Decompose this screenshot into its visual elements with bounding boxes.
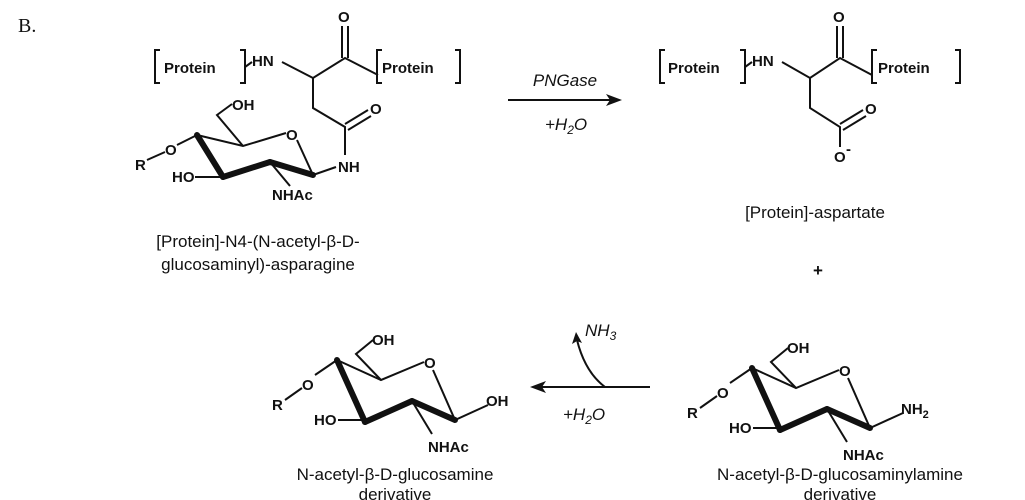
protein-bracket-right: Protein bbox=[376, 49, 461, 84]
svg-text:O: O bbox=[833, 9, 845, 26]
svg-text:O: O bbox=[286, 127, 298, 144]
svg-text:O: O bbox=[834, 149, 846, 166]
glucosaminylamine-structure: O OH O R HO NHAc NH2 bbox=[687, 340, 929, 464]
enzyme-label: PNGase bbox=[533, 71, 597, 90]
substrate-name-line2: glucosaminyl)-asparagine bbox=[161, 255, 355, 274]
svg-text:O: O bbox=[865, 101, 877, 118]
svg-text:O: O bbox=[370, 101, 382, 118]
svg-text:-: - bbox=[846, 141, 851, 158]
svg-text:OH: OH bbox=[486, 393, 509, 410]
svg-text:R: R bbox=[135, 157, 146, 174]
svg-text:O: O bbox=[302, 377, 314, 394]
svg-text:Protein: Protein bbox=[164, 60, 216, 77]
glucosamine-structure: O OH O R HO NHAc OH bbox=[272, 332, 509, 456]
glucosaminylamine-name-line2: derivative bbox=[804, 485, 877, 500]
svg-text:OH: OH bbox=[232, 97, 255, 114]
substrate-structure: Protein HN O Protein O NH O OH O R HO NH… bbox=[135, 9, 461, 204]
protein-bracket-left: Protein bbox=[154, 49, 246, 84]
nh-label: NH bbox=[338, 159, 360, 176]
svg-text:HO: HO bbox=[172, 169, 195, 186]
amine-label: NH2 bbox=[901, 401, 929, 421]
svg-text:OH: OH bbox=[787, 340, 810, 357]
svg-text:O: O bbox=[338, 9, 350, 26]
svg-text:Protein: Protein bbox=[382, 60, 434, 77]
svg-text:O: O bbox=[839, 363, 851, 380]
aspartate-name: [Protein]-aspartate bbox=[745, 203, 885, 222]
svg-text:OH: OH bbox=[372, 332, 395, 349]
svg-text:O: O bbox=[717, 385, 729, 402]
svg-text:Protein: Protein bbox=[668, 60, 720, 77]
svg-text:HN: HN bbox=[752, 53, 774, 70]
svg-text:HO: HO bbox=[729, 420, 752, 437]
substrate-name-line1: [Protein]-N4-(N-acetyl-β-D- bbox=[156, 232, 359, 251]
glucosamine-name-line2: derivative bbox=[359, 485, 432, 500]
svg-text:HO: HO bbox=[314, 412, 337, 429]
svg-text:Protein: Protein bbox=[878, 60, 930, 77]
aspartate-structure: Protein HN O Protein O O - bbox=[659, 9, 961, 166]
water-label-2: +H2O bbox=[563, 405, 605, 427]
svg-text:NHAc: NHAc bbox=[428, 439, 469, 456]
glucosaminylamine-name-line1: N-acetyl-β-D-glucosaminylamine bbox=[717, 465, 963, 484]
svg-text:NHAc: NHAc bbox=[843, 447, 884, 464]
glucosamine-name-line1: N-acetyl-β-D-glucosamine bbox=[297, 465, 494, 484]
panel-label: B. bbox=[18, 15, 36, 37]
hn-label: HN bbox=[252, 53, 274, 70]
svg-text:R: R bbox=[272, 397, 283, 414]
reaction-arrow-deamination: NH3 +H2O bbox=[530, 321, 650, 427]
svg-text:O: O bbox=[424, 355, 436, 372]
ammonia-label: NH3 bbox=[585, 321, 617, 343]
svg-text:R: R bbox=[687, 405, 698, 422]
water-label-1: +H2O bbox=[545, 115, 587, 137]
svg-text:NHAc: NHAc bbox=[272, 187, 313, 204]
svg-text:O: O bbox=[165, 142, 177, 159]
plus-sign: + bbox=[813, 261, 823, 280]
reaction-arrow-pngase: PNGase +H2O bbox=[508, 71, 622, 137]
